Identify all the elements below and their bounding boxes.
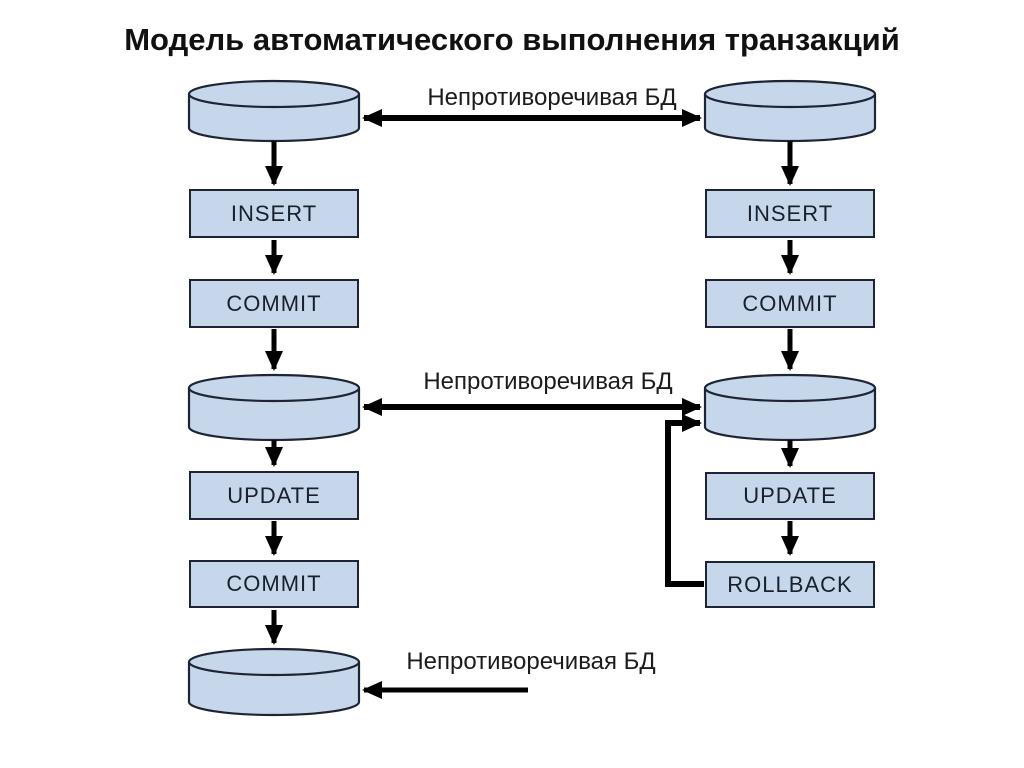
node-commit-right: COMMIT [705,279,875,328]
node-rollback-right-label: ROLLBACK [727,571,853,597]
label-consistent-db-bottom: Непротиворечивая БД [406,648,656,675]
arrow-rollback-loop [665,414,704,587]
node-commit-right-label: COMMIT [742,290,838,316]
node-update-left: UPDATE [189,471,359,520]
node-insert-right: INSERT [705,189,875,238]
node-insert-right-label: INSERT [746,200,834,226]
database-icon-left-bottom [187,647,361,717]
label-consistent-db-middle: Непротиворечивая БД [423,368,673,395]
node-commit2-left-label: COMMIT [226,571,322,596]
node-insert-left-label: INSERT [230,200,318,226]
database-icon-left-top [187,79,361,143]
node-commit1-left: COMMIT [189,279,359,328]
node-commit2-left: COMMIT [189,560,359,608]
database-icon-left-middle [187,373,361,442]
database-icon-right-top [703,79,877,143]
label-consistent-db-top: Непротиворечивая БД [427,84,677,111]
node-rollback-right: ROLLBACK [705,561,875,608]
node-update-right: UPDATE [705,472,875,520]
node-commit1-left-label: COMMIT [226,290,322,316]
node-insert-left: INSERT [189,189,359,238]
database-icon-right-middle [703,373,877,442]
node-update-left-label: UPDATE [227,482,321,508]
node-update-right-label: UPDATE [743,483,837,508]
page-title: Модель автоматического выполнения транза… [124,22,900,57]
